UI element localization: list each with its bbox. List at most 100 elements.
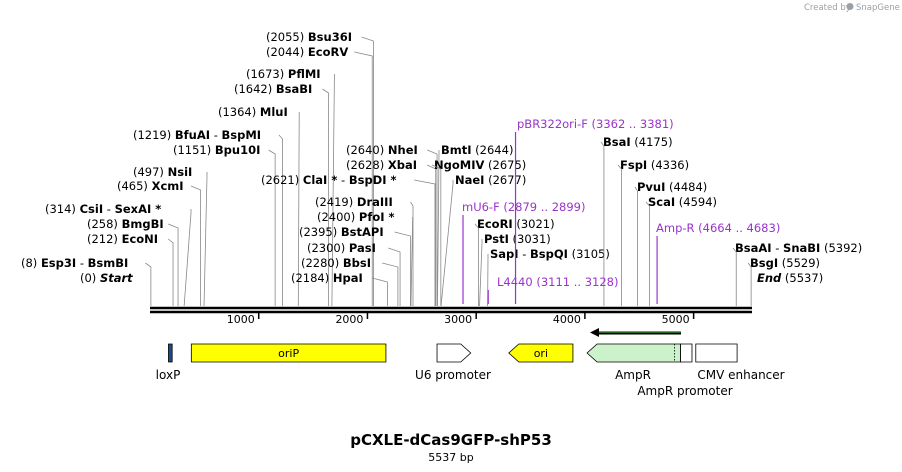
tick-label: 3000 — [444, 313, 472, 326]
primer-l4440: L4440 (3111 .. 3128) — [487, 275, 618, 304]
site-name: Bpu10I — [215, 143, 260, 157]
primer-name: mU6-F — [462, 200, 503, 214]
site-bstapi: (2395) BstAPI — [299, 225, 411, 306]
site-leader — [474, 223, 479, 306]
site-sep: - — [210, 128, 221, 142]
site-econi: (212) EcoNI — [87, 232, 174, 306]
site-name: NaeI — [455, 173, 484, 187]
site-position: (2300) — [307, 241, 349, 255]
site-leader — [437, 150, 440, 307]
site-leader — [354, 51, 373, 306]
plasmid-length: 5537 bp — [428, 451, 473, 464]
site-position: (497) — [133, 165, 168, 179]
site-name2: SexAI * — [115, 202, 162, 216]
site-leader — [331, 74, 335, 307]
site-position: (8) — [21, 256, 41, 270]
site-name: BsaAI — [735, 241, 772, 255]
site-name: DraIII — [357, 195, 393, 209]
feature-loxp: loxP — [156, 343, 181, 382]
site-position: (2677) — [484, 173, 526, 187]
site-position: (0) — [80, 271, 100, 285]
site-clai: (2621) ClaI * - BspDI * — [261, 173, 436, 306]
site-leader — [183, 209, 192, 307]
site-leader — [440, 180, 454, 307]
site-sep: - — [103, 202, 114, 216]
site-label: (2400) PfoI * — [317, 210, 395, 224]
site-name: PflMI — [288, 67, 321, 81]
creator-credit: Created by — [804, 3, 851, 13]
site-label: PvuI (4484) — [637, 180, 707, 194]
site-sep: - — [772, 241, 783, 255]
site-leader — [747, 262, 752, 306]
site-leader — [431, 164, 442, 306]
site-position: (2621) — [261, 173, 303, 187]
site-label: (2280) BbsI — [301, 256, 371, 270]
site-position: (5537) — [781, 271, 823, 285]
site-position: (3105) — [568, 247, 610, 261]
site-name: HpaI — [333, 271, 363, 285]
primers: pBR322ori-F (3362 .. 3381)mU6-F (2879 ..… — [462, 117, 780, 304]
site-name: MluI — [260, 105, 288, 119]
feature-inner-label: oriP — [278, 347, 299, 360]
feature-label: AmpR — [615, 368, 651, 382]
site-leader — [410, 217, 413, 307]
site-bsu36i: (2055) Bsu36I — [266, 30, 374, 306]
feature-shape — [695, 343, 738, 363]
site-position: (1219) — [133, 128, 175, 142]
site-name: EcoRI — [477, 217, 513, 231]
site-leader — [394, 231, 411, 306]
site-name: PfoI * — [359, 210, 395, 224]
site-psti: PstI (3031) — [479, 232, 551, 307]
site-leader — [600, 141, 605, 306]
site-position: (1642) — [234, 82, 276, 96]
site-position: (4484) — [665, 180, 707, 194]
site-pvui: PvuI (4484) — [634, 180, 707, 306]
site-leader — [361, 36, 374, 306]
site-name: NheI — [388, 143, 418, 157]
creator-prefix: Created by — [804, 3, 851, 13]
feature-shape — [190, 343, 387, 363]
site-name: ClaI * — [303, 173, 337, 187]
site-bsgi: BsgI (5529) — [747, 256, 820, 306]
feature-label: loxP — [156, 368, 181, 382]
primer-amp-r: Amp-R (4664 .. 4683) — [656, 221, 780, 304]
site-position: (4175) — [631, 135, 673, 149]
site-leader — [410, 201, 414, 306]
site-leader — [297, 112, 300, 307]
site-name: SapI — [490, 247, 519, 261]
site-label: NgoMIV (2675) — [434, 158, 526, 172]
feature-shape — [586, 343, 681, 363]
site-fspi: FspI (4336) — [617, 158, 689, 306]
primer-pbr322ori-f: pBR322ori-F (3362 .. 3381) — [514, 117, 674, 304]
site-xcmi: (465) XcmI — [117, 179, 201, 306]
site-position: (2628) — [346, 158, 388, 172]
site-position: (2044) — [266, 45, 308, 59]
site-csii: (314) CsiI - SexAI * — [45, 202, 192, 307]
site-position: (4594) — [675, 195, 717, 209]
site-name: BmgBI — [122, 217, 164, 231]
site-name: BbsI — [343, 256, 371, 270]
tick-label: 2000 — [335, 313, 363, 326]
tick-label: 1000 — [227, 313, 255, 326]
feature-label: U6 promoter — [415, 368, 491, 382]
site-bmgbi: (258) BmgBI — [87, 217, 179, 306]
site-leader — [190, 185, 201, 306]
site-pasi: (2300) PasI — [307, 241, 401, 306]
site-label: (2300) PasI — [307, 241, 376, 255]
site-name: Bsu36I — [308, 30, 352, 44]
feature-ampr-promoter: AmpR promoter — [637, 343, 733, 398]
site-name: XcmI — [152, 179, 184, 193]
site-label: BsgI (5529) — [750, 256, 820, 270]
site-bsai: BsaI (4175) — [600, 135, 673, 306]
site-position: (2675) — [484, 158, 526, 172]
site-label: SapI - BspQI (3105) — [490, 247, 610, 261]
site-nhei: (2640) NheI — [346, 143, 438, 306]
site-scai: ScaI (4594) — [645, 195, 717, 306]
site-name: BsaBI — [276, 82, 312, 96]
site-pflmi: (1673) PflMI — [246, 67, 335, 307]
site-bfuai: (1219) BfuAI - BspMI — [133, 128, 283, 306]
site-xbai: (2628) XbaI — [346, 158, 437, 306]
feature-cmv-enhancer: CMV enhancer — [695, 343, 785, 382]
site-name2: BspMI — [222, 128, 262, 142]
